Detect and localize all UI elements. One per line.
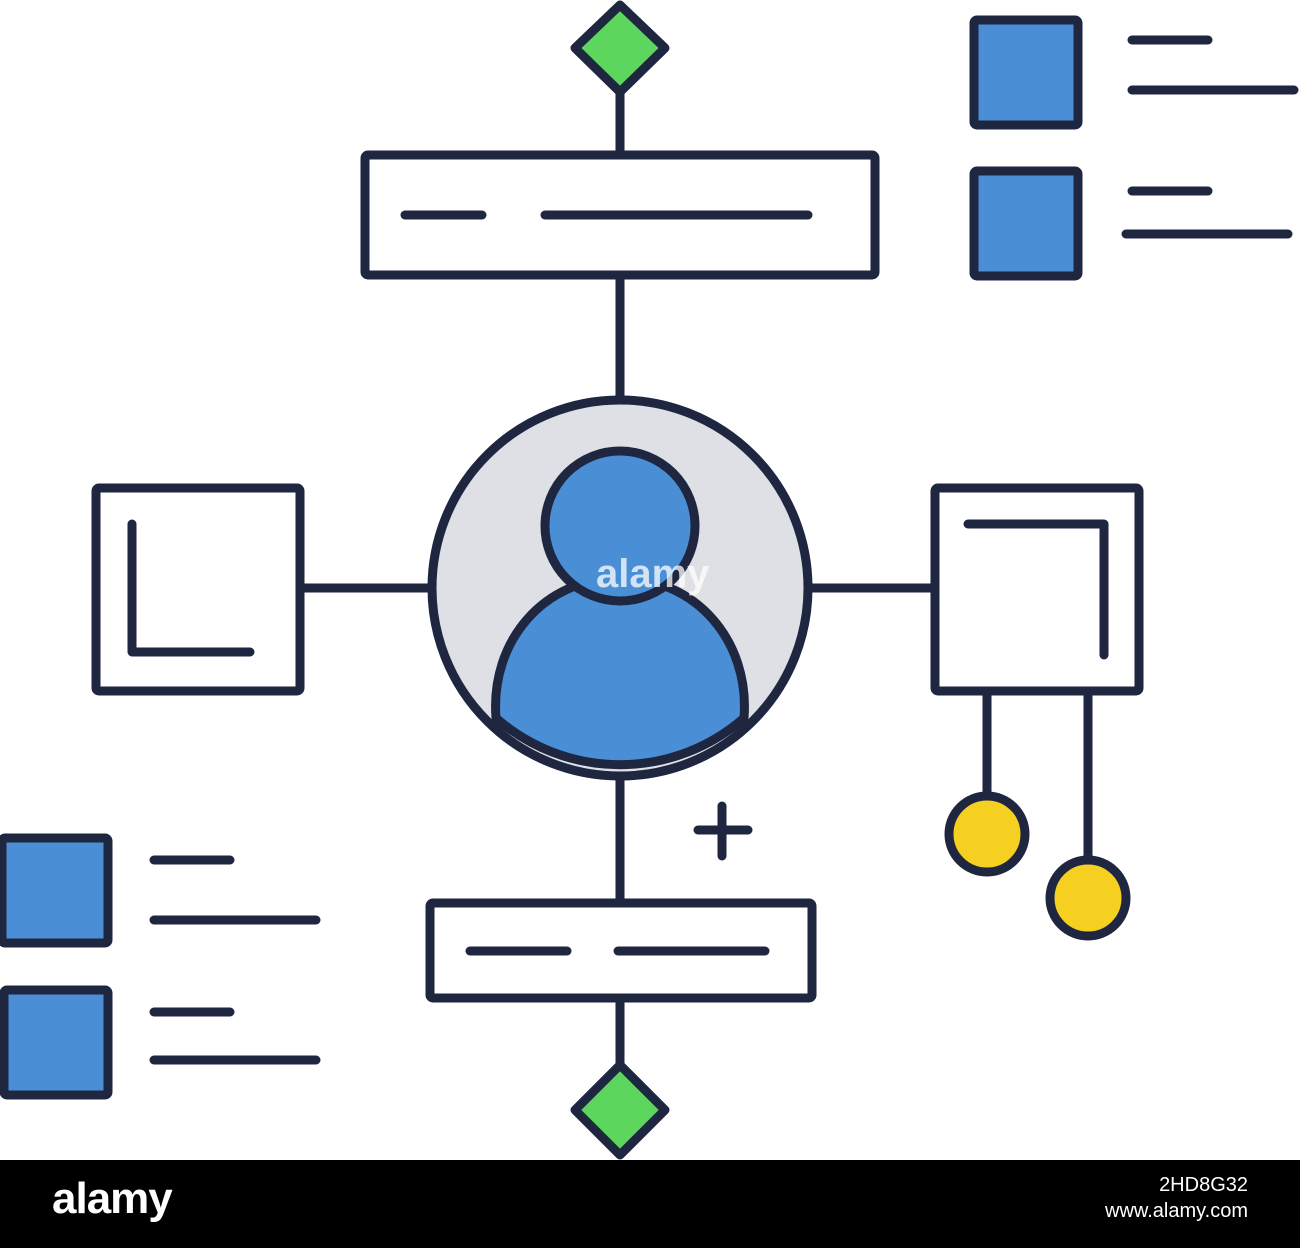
footer-bar: alamy 2HD8G32 www.alamy.com xyxy=(0,1160,1300,1248)
legend-square xyxy=(969,15,1083,130)
legend-square xyxy=(969,166,1083,281)
footer-logo: alamy xyxy=(52,1174,173,1223)
document-box-right-corner xyxy=(963,519,1109,660)
user-avatar-icon xyxy=(491,573,749,770)
image-id-text: 2HD8G32 xyxy=(1159,1174,1248,1196)
document-box-left xyxy=(91,483,305,696)
flowchart-diagram xyxy=(0,0,1299,1160)
document-box-right xyxy=(930,483,1144,696)
site-url-text: www.alamy.com xyxy=(1105,1200,1248,1222)
dot-node-1 xyxy=(944,791,1030,877)
document-box-left-corner xyxy=(127,519,255,657)
footer-image-id: 2HD8G32 www.alamy.com xyxy=(1105,1172,1248,1224)
end-diamond-icon xyxy=(570,1060,670,1160)
legend-square xyxy=(0,985,113,1100)
dot-node-2 xyxy=(1045,855,1131,941)
legend-square xyxy=(0,833,113,948)
start-diamond-icon xyxy=(570,0,670,97)
user-avatar-head xyxy=(540,446,700,606)
